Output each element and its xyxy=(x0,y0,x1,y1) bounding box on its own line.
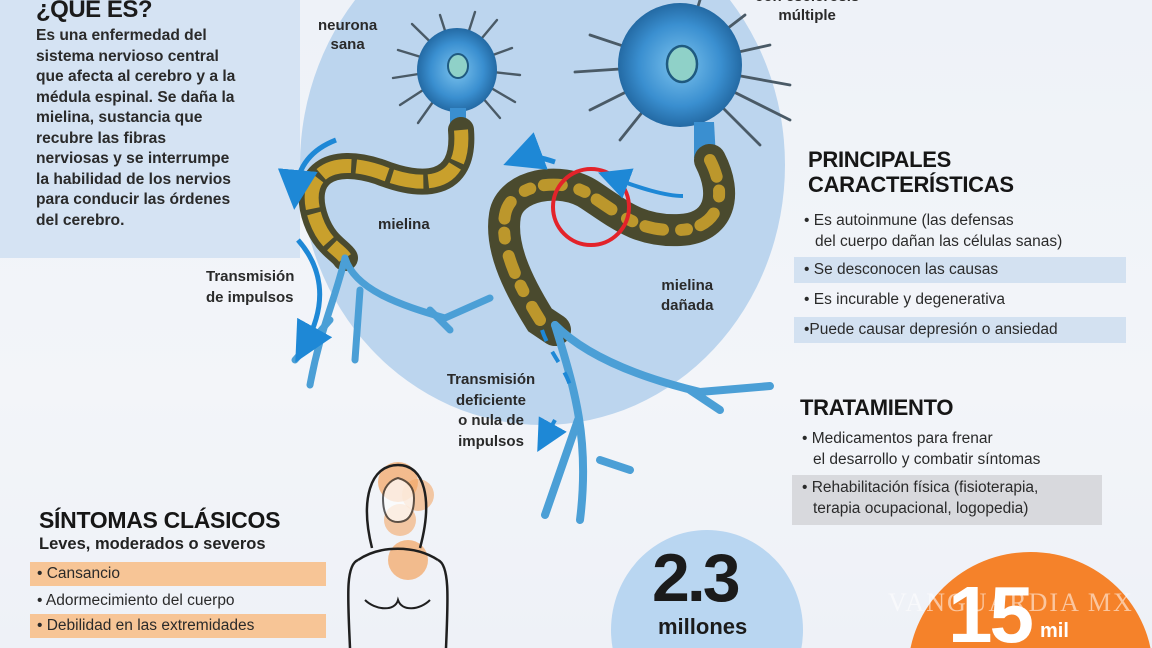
damaged-axon-terminal-icon xyxy=(541,321,774,524)
woman-silhouette-icon xyxy=(346,462,449,648)
description-line: que afecta al cerebro y a la xyxy=(36,68,236,85)
transmission-label: Transmisión de impulsos xyxy=(206,266,294,308)
myelin-label: mielina xyxy=(378,216,430,233)
description-line: recubre las fibras xyxy=(36,129,167,147)
treatment-list: • Medicamentos para frenar el desarrollo… xyxy=(792,426,1102,525)
characteristic-item: • Se desconocen las causas xyxy=(794,257,1126,283)
que-es-description: Es una enfermedad del sistema nervioso c… xyxy=(36,26,296,231)
impulse-arrow-icon xyxy=(277,137,337,210)
item-line: • Medicamentos para frenar xyxy=(802,430,993,447)
stat-orange-unit: mil xyxy=(1040,620,1069,642)
treatment-item: • Rehabilitación física (fisioterapia, t… xyxy=(792,475,1102,525)
treatment-title: TRATAMIENTO xyxy=(800,395,954,420)
label-line: con esclerosis xyxy=(755,0,859,6)
label-line: múltiple xyxy=(778,7,836,24)
title-line: CARACTERÍSTICAS xyxy=(808,172,1014,197)
stat-blue-number: 2.3 xyxy=(652,540,741,616)
que-es-panel xyxy=(0,0,300,258)
description-line: nerviosas y se interrumpe xyxy=(36,150,230,167)
healthy-axon-icon xyxy=(298,117,475,271)
item-line: del cuerpo dañan las células sanas) xyxy=(815,233,1063,250)
deficient-transmission-label: Transmisión deficiente o nula de impulso… xyxy=(436,370,546,452)
symptom-item: • Adormecimiento del cuerpo xyxy=(37,592,235,609)
impulse-arrow-icon xyxy=(295,238,333,363)
healthy-neuron-label: neurona sana xyxy=(318,16,377,54)
description-line: mielina, sustancia que xyxy=(36,109,203,126)
characteristics-title: PRINCIPALES CARACTERÍSTICAS xyxy=(808,147,1014,197)
que-es-title: ¿QUE ES? xyxy=(36,0,153,23)
reverse-impulse-arrow-icon xyxy=(503,132,556,170)
watermark: VANGUARDIA MX xyxy=(888,588,1134,617)
symptom-item: • Debilidad en las extremidades xyxy=(30,614,326,638)
description-line: para conducir las órdenes xyxy=(36,191,231,208)
description-line: Es una enfermedad del xyxy=(36,27,207,44)
deficient-impulse-arrow-icon xyxy=(540,329,573,396)
item-line: el desarrollo y combatir síntomas xyxy=(813,451,1041,468)
item-line: • Rehabilitación física (fisioterapia, xyxy=(802,479,1039,496)
description-line: sistema nervioso central xyxy=(36,47,219,65)
characteristic-item: •Puede causar depresión o ansiedad xyxy=(794,317,1126,343)
label-line: deficiente xyxy=(455,391,527,409)
label-line: neurona xyxy=(318,17,378,34)
characteristic-item: • Es autoinmune (las defensas del cuerpo… xyxy=(794,208,1126,256)
healthy-axon-terminal-icon xyxy=(291,254,494,389)
damaged-myelin-label: mielina dañada xyxy=(661,276,714,316)
title-line: PRINCIPALES xyxy=(808,147,951,172)
description-line: médula espinal. Se daña la xyxy=(36,88,235,106)
characteristics-section: PRINCIPALES CARACTERÍSTICAS xyxy=(808,147,1014,197)
item-line: terapia ocupacional, logopedia) xyxy=(813,500,1029,517)
ms-neuron-label: con esclerosis múltiple xyxy=(755,0,859,25)
label-line: de impulsos xyxy=(206,289,294,306)
label-line: impulsos xyxy=(458,432,524,450)
symptoms-subtitle: Leves, moderados o severos xyxy=(39,535,266,553)
treatment-item: • Medicamentos para frenar el desarrollo… xyxy=(792,426,1102,473)
label-line: mielina xyxy=(661,277,714,294)
symptoms-list: • Cansancio • Adormecimiento del cuerpo … xyxy=(30,562,326,638)
label-line: o nula de xyxy=(458,412,524,429)
symptom-item: • Cansancio xyxy=(30,562,326,586)
damage-highlight-ring-icon xyxy=(551,167,631,247)
description-line: la habilidad de los nervios xyxy=(36,170,231,188)
stat-blue-unit: millones xyxy=(658,614,748,639)
label-line: Transmisión xyxy=(206,268,295,285)
label-line: dañada xyxy=(661,297,714,314)
symptoms-title: SÍNTOMAS CLÁSICOS xyxy=(39,507,281,533)
characteristic-item: • Es incurable y degenerativa xyxy=(804,291,1006,308)
item-line: • Es autoinmune (las defensas xyxy=(804,212,1014,229)
label-line: Transmisión xyxy=(446,371,536,388)
blocked-impulse-arrow-icon xyxy=(597,168,684,199)
characteristics-list: • Es autoinmune (las defensas del cuerpo… xyxy=(794,208,1126,343)
label-line: sana xyxy=(330,36,365,53)
description-line: del cerebro. xyxy=(36,211,125,229)
stat-orange-number: 15 xyxy=(948,570,1034,648)
